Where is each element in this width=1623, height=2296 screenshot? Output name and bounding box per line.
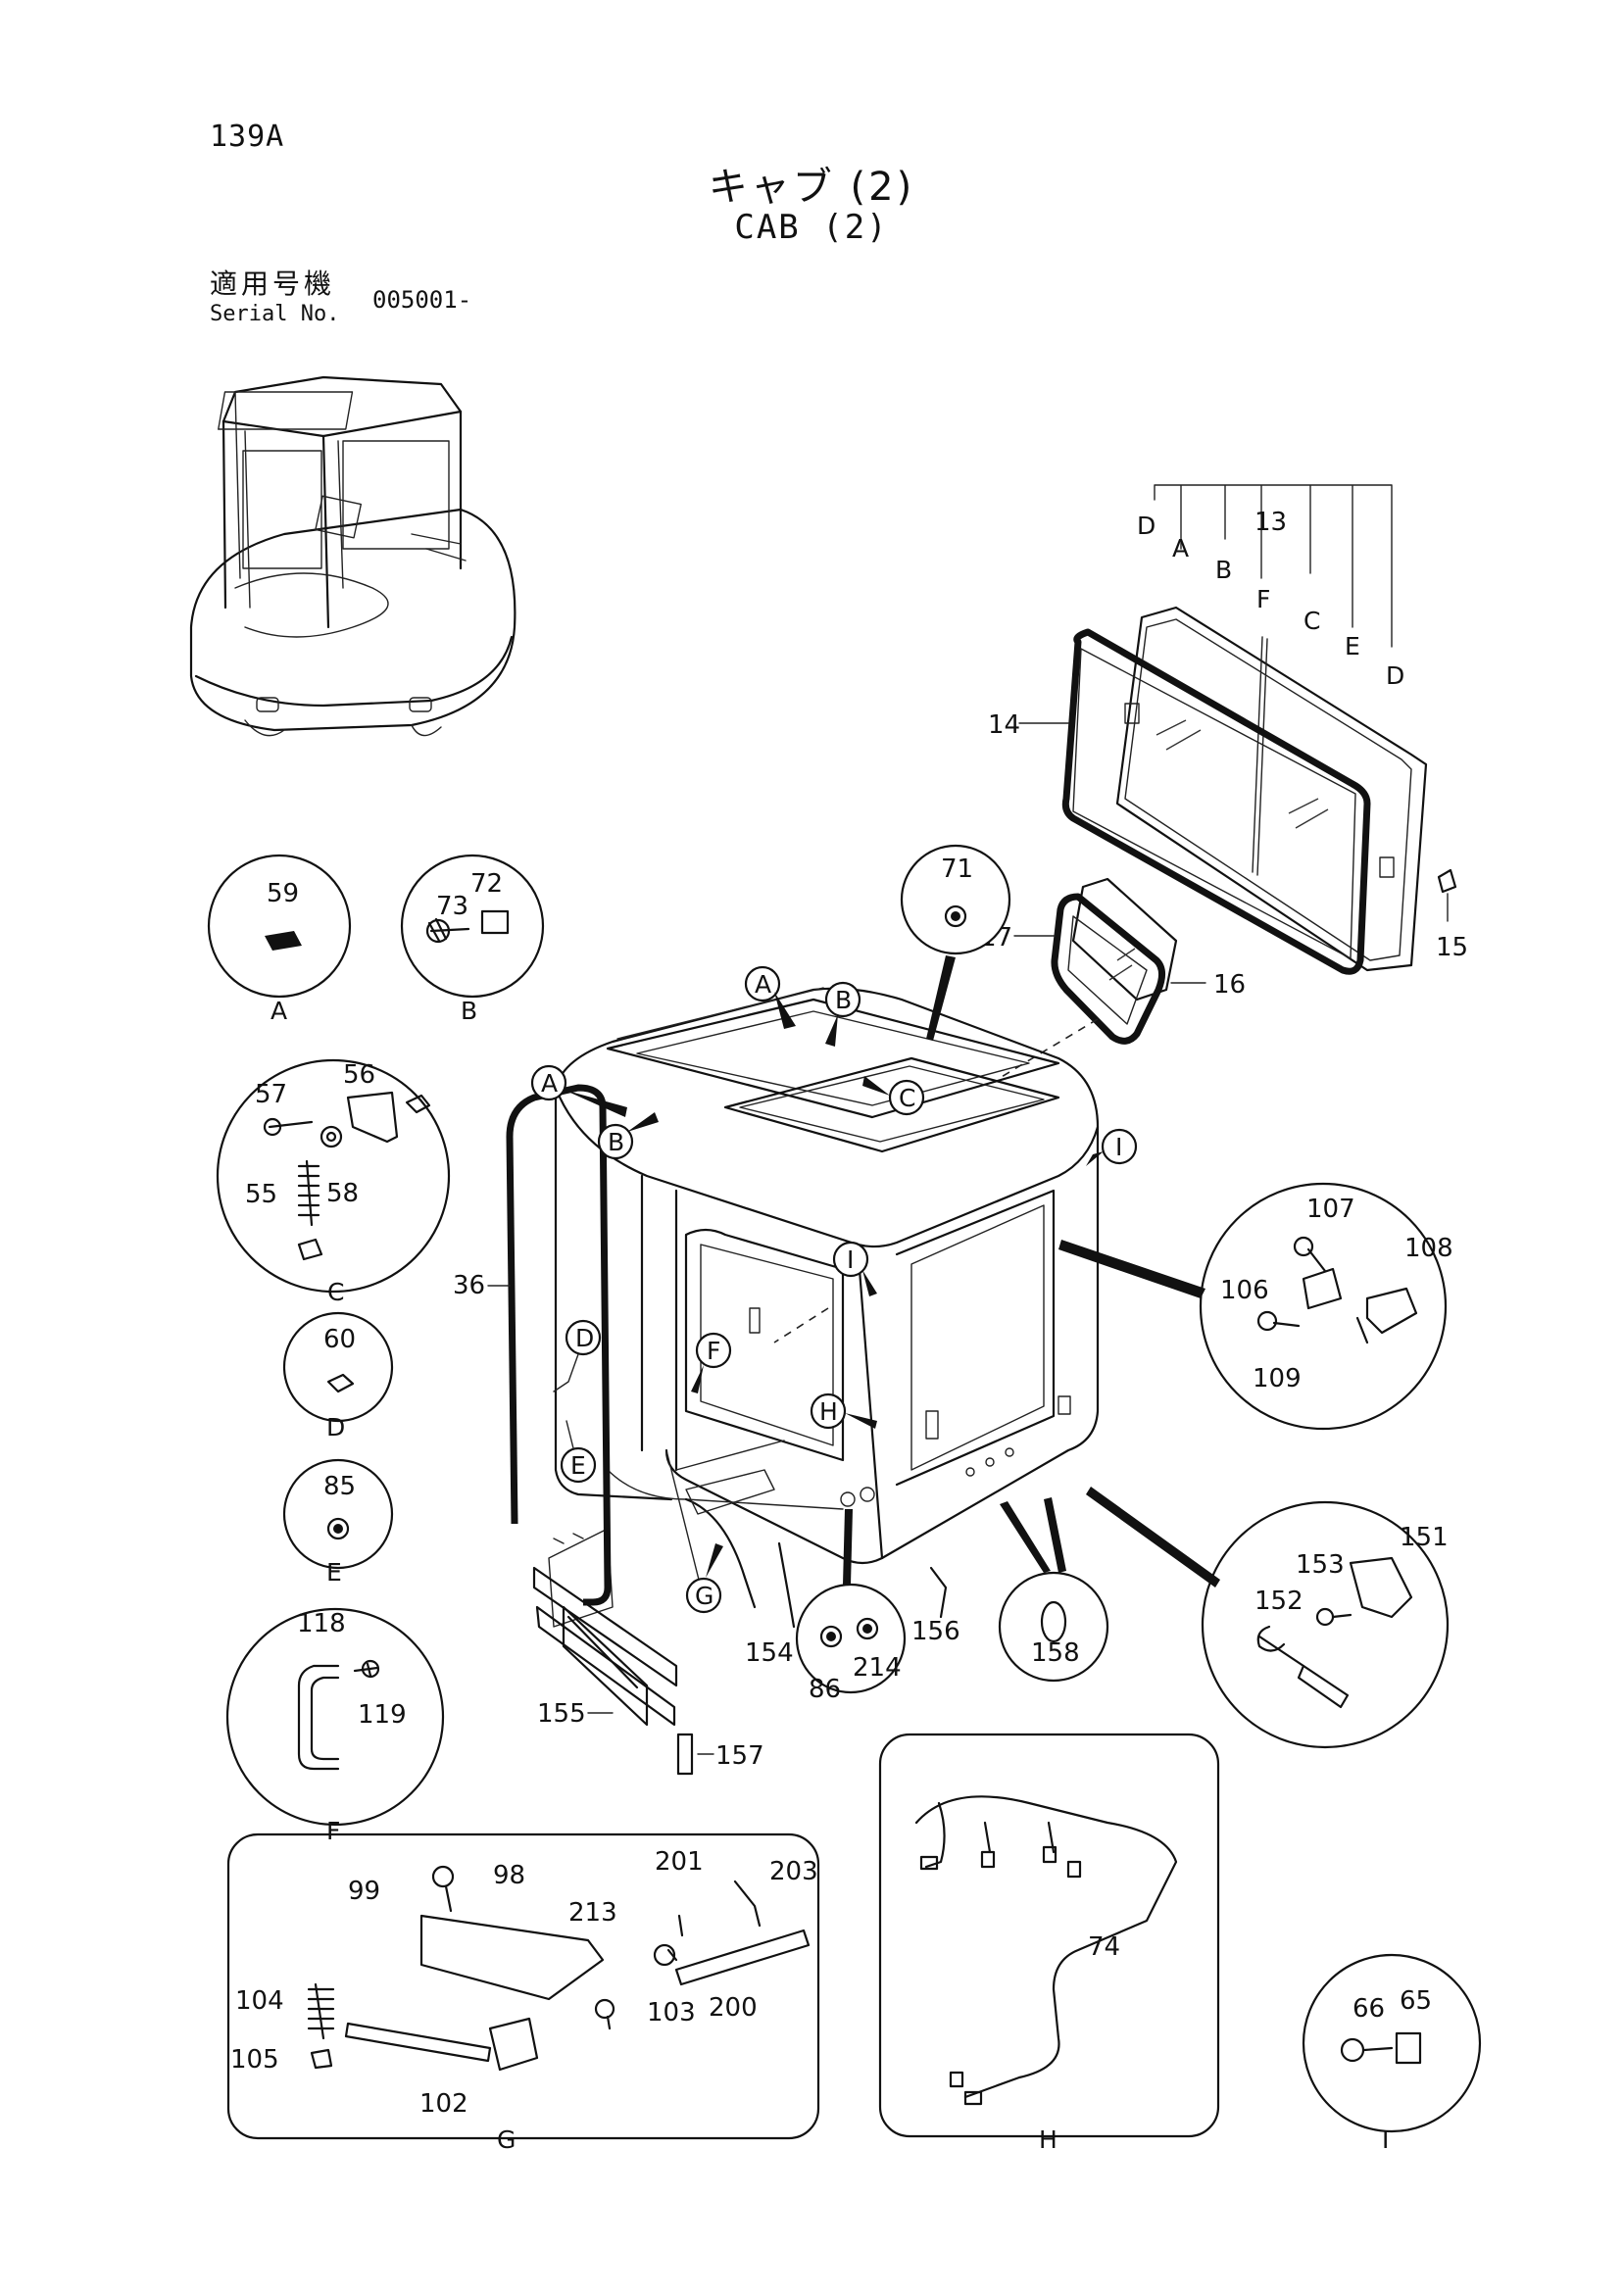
callout-cab-I-right: I (1115, 1133, 1122, 1161)
part-14: 14 (988, 710, 1020, 740)
label-window-D-left: D (1137, 512, 1156, 540)
part-85: 85 (323, 1472, 356, 1501)
detail-H: 74 H (878, 1733, 1220, 2154)
label-detail-I: I (1382, 2125, 1389, 2154)
part-72: 72 (470, 869, 503, 899)
door-seals: 36 155 157 (453, 1084, 764, 1776)
label-detail-C: C (327, 1278, 344, 1306)
part-105: 105 (230, 2045, 279, 2075)
detail-106-109: 107 108 106 109 (1058, 1182, 1453, 1431)
part-107: 107 (1306, 1195, 1355, 1224)
part-58: 58 (326, 1179, 359, 1208)
detail-71: 71 (900, 844, 1011, 1041)
label-window-A: A (1172, 534, 1189, 562)
part-55: 55 (245, 1180, 277, 1209)
front-window-assembly: D A B F C E D 13 14 15 (988, 484, 1468, 975)
part-15: 15 (1436, 933, 1468, 962)
part-155: 155 (537, 1699, 586, 1729)
lower-parts-86-214: 154 156 86 214 (745, 1509, 960, 1704)
callout-cab-E: E (570, 1451, 586, 1480)
part-214: 214 (853, 1653, 902, 1683)
label-window-B: B (1215, 556, 1232, 584)
part-151: 151 (1400, 1523, 1449, 1552)
part-152: 152 (1254, 1587, 1303, 1616)
part-60: 60 (323, 1325, 356, 1354)
callout-cab-F: F (707, 1337, 720, 1365)
cab-callouts: A B A B C I I D F H E G (530, 965, 1138, 1614)
part-74: 74 (1088, 1932, 1120, 1962)
part-103: 103 (647, 1998, 696, 2027)
detail-I: 66 65 I (1302, 1953, 1482, 2154)
title-english: CAB (2) (734, 208, 889, 247)
callout-cab-A-left: A (541, 1069, 558, 1098)
part-86: 86 (809, 1675, 841, 1704)
part-98: 98 (493, 1861, 525, 1890)
part-157: 157 (715, 1741, 764, 1771)
detail-B: 73 72 B (400, 854, 545, 1025)
part-65: 65 (1400, 1986, 1432, 2016)
part-57: 57 (255, 1080, 287, 1109)
page-number: 139A (210, 120, 285, 154)
callout-cab-H: H (819, 1397, 838, 1426)
machine-overview-illustration (189, 375, 516, 737)
part-102: 102 (419, 2089, 468, 2119)
label-detail-D: D (326, 1413, 345, 1441)
detail-D: 60 D (282, 1311, 394, 1441)
label-window-D-right: D (1386, 661, 1404, 690)
serial-number-value: 005001- (372, 286, 472, 314)
part-201: 201 (655, 1847, 704, 1877)
label-detail-E: E (326, 1558, 342, 1587)
part-153: 153 (1296, 1550, 1345, 1580)
label-detail-H: H (1039, 2125, 1057, 2154)
part-213: 213 (568, 1898, 617, 1928)
part-59: 59 (267, 879, 299, 908)
label-window-C: C (1303, 607, 1320, 635)
part-118: 118 (297, 1609, 346, 1638)
part-73: 73 (436, 892, 468, 921)
part-109: 109 (1253, 1364, 1302, 1393)
label-window-F: F (1256, 585, 1270, 613)
callout-cab-G: G (695, 1582, 713, 1610)
small-window-assembly: 17 16 (980, 877, 1246, 1079)
part-203: 203 (769, 1857, 818, 1886)
detail-G: 99 98 201 203 213 200 103 104 105 102 G (226, 1832, 820, 2154)
serial-label-japanese: 適用号機 (210, 268, 336, 300)
part-106: 106 (1220, 1276, 1269, 1305)
detail-E: 85 E (282, 1458, 394, 1587)
part-99: 99 (348, 1877, 380, 1906)
main-cab-body (548, 987, 1100, 1628)
detail-151-153: 151 153 152 (1086, 1487, 1450, 1749)
callout-cab-I-center: I (847, 1246, 854, 1274)
detail-C: 56 57 55 58 C (216, 1058, 451, 1306)
part-71: 71 (941, 855, 973, 884)
part-56: 56 (343, 1060, 375, 1090)
detail-F: 118 119 F (225, 1607, 445, 1845)
part-104: 104 (235, 1986, 284, 2016)
part-13: 13 (1254, 508, 1287, 537)
part-156: 156 (911, 1617, 960, 1646)
detail-A: 59 A (207, 854, 352, 1025)
detail-158: 158 (998, 1497, 1109, 1683)
callout-cab-D: D (575, 1324, 594, 1352)
part-200: 200 (709, 1993, 758, 2023)
callout-cab-C: C (899, 1084, 915, 1112)
serial-label-english: Serial No. (210, 302, 340, 326)
part-36: 36 (453, 1271, 485, 1300)
part-119: 119 (358, 1700, 407, 1730)
label-window-E: E (1345, 632, 1360, 660)
title-japanese: キャブ (2) (708, 165, 915, 210)
callout-cab-B-left: B (608, 1128, 624, 1156)
part-16: 16 (1213, 970, 1246, 1000)
part-158: 158 (1031, 1638, 1080, 1668)
callout-cab-B-top: B (835, 986, 852, 1014)
label-detail-A: A (270, 997, 287, 1025)
part-66: 66 (1352, 1994, 1385, 2024)
label-detail-F: F (326, 1817, 340, 1845)
part-154: 154 (745, 1638, 794, 1668)
part-108: 108 (1404, 1234, 1453, 1263)
label-detail-G: G (497, 2125, 516, 2154)
callout-cab-A-top: A (755, 970, 771, 999)
label-detail-B: B (461, 997, 477, 1025)
